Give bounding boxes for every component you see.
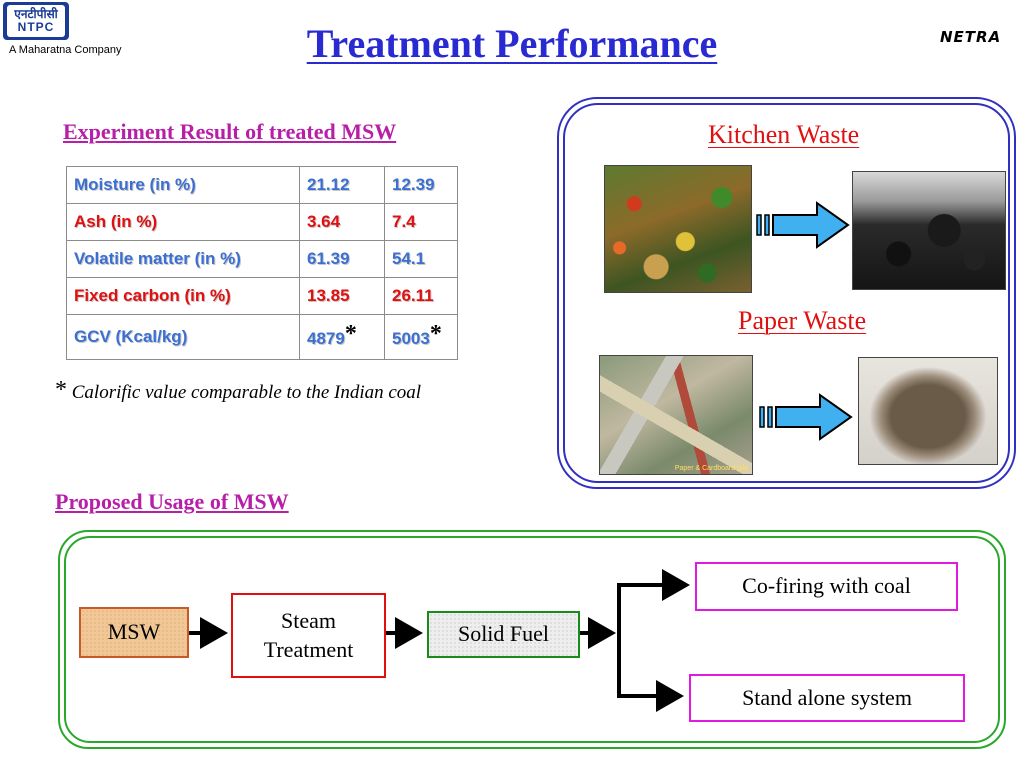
value-cell: 26.11 — [384, 277, 458, 315]
photo-caption: Paper & Cardboard pile — [674, 465, 748, 472]
value-cell: 21.12 — [299, 166, 385, 204]
param-cell: Ash (in %) — [66, 203, 300, 241]
cofiring-label: Co-firing with coal — [742, 573, 911, 599]
paper-arrow-icon — [759, 393, 853, 441]
steam-treatment-box: Steam Treatment — [231, 593, 386, 678]
footnote-text: Calorific value comparable to the Indian… — [71, 382, 422, 403]
table-row: Moisture (in %) 21.12 12.39 — [66, 166, 458, 204]
ntpc-logo: एनटीपीसी NTPC — [3, 2, 69, 40]
cofiring-box: Co-firing with coal — [695, 562, 958, 611]
steam-label-line1: Steam — [281, 607, 336, 633]
experiment-table: Moisture (in %) 21.12 12.39 Ash (in %) 3… — [66, 166, 458, 360]
value-cell: 13.85 — [299, 277, 385, 315]
param-cell: Volatile matter (in %) — [66, 240, 300, 278]
usage-heading: Proposed Usage of MSW — [55, 489, 289, 514]
param-cell: Fixed carbon (in %) — [66, 277, 300, 315]
waste-panel — [557, 97, 1016, 489]
param-cell: Moisture (in %) — [66, 166, 300, 204]
table-row: Volatile matter (in %) 61.39 54.1 — [66, 240, 458, 278]
value-cell: 3.64 — [299, 203, 385, 241]
usage-panel-inner-border — [64, 536, 1000, 743]
steam-label-line2: Treatment — [263, 636, 354, 662]
footnote: * Calorific value comparable to the Indi… — [55, 377, 422, 405]
value-cell: 12.39 — [384, 166, 458, 204]
standalone-label: Stand alone system — [742, 684, 912, 710]
solid-fuel-label: Solid Fuel — [457, 621, 550, 647]
paper-waste-treated-photo — [858, 357, 998, 465]
netra-badge: NETRA — [940, 28, 1002, 46]
kitchen-waste-treated-photo — [852, 171, 1006, 290]
waste-panel-inner-border — [563, 103, 1010, 483]
standalone-box: Stand alone system — [689, 674, 965, 722]
experiment-heading: Experiment Result of treated MSW — [63, 119, 397, 144]
gcv-value-2: 5003 — [392, 328, 430, 348]
table-row: Ash (in %) 3.64 7.4 — [66, 203, 458, 241]
table-row: GCV (Kcal/kg) 4879* 5003* — [66, 314, 458, 360]
footnote-star: * — [429, 320, 442, 347]
paper-waste-raw-photo: Paper & Cardboard pile — [599, 355, 753, 475]
logo-hindi-text: एनटीपीसी — [14, 7, 58, 21]
kitchen-waste-heading: Kitchen Waste — [708, 120, 860, 149]
page-title: Treatment Performance — [306, 21, 718, 66]
footnote-star: * — [55, 377, 67, 403]
kitchen-waste-raw-photo — [604, 165, 752, 293]
msw-box: MSW — [79, 607, 189, 658]
gcv-value-1: 4879 — [307, 328, 345, 348]
msw-label: MSW — [107, 619, 161, 645]
company-tagline: A Maharatna Company — [9, 44, 122, 56]
footnote-star: * — [344, 320, 357, 347]
paper-waste-heading: Paper Waste — [738, 306, 867, 335]
param-cell: GCV (Kcal/kg) — [66, 314, 300, 360]
logo-text: NTPC — [17, 20, 55, 34]
value-cell: 5003* — [384, 314, 458, 360]
solid-fuel-box: Solid Fuel — [427, 611, 580, 658]
kitchen-arrow-icon — [756, 201, 850, 249]
value-cell: 4879* — [299, 314, 385, 360]
table-row: Fixed carbon (in %) 13.85 26.11 — [66, 277, 458, 315]
usage-panel — [58, 530, 1006, 749]
value-cell: 54.1 — [384, 240, 458, 278]
